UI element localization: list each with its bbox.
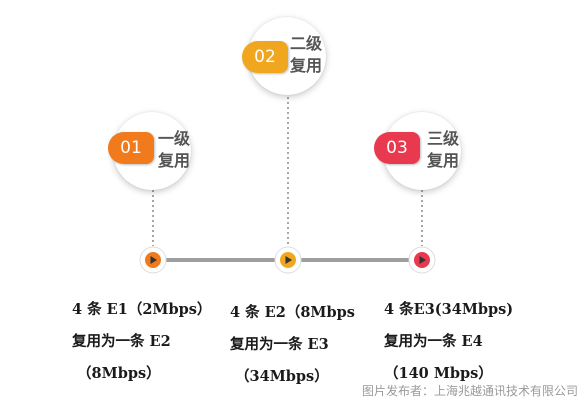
stage-1-number-badge: 01 [108, 132, 154, 164]
stage-3-play-marker [408, 246, 436, 274]
stage-3-title: 三级 复用 [421, 128, 465, 172]
stage-2-title-line-2: 复用 [289, 56, 322, 75]
stage-2-title-line-1: 二级 [289, 34, 322, 53]
play-icon [419, 256, 426, 264]
stage-3-number-badge: 03 [374, 132, 420, 164]
stage-1-title-line-1: 一级 [157, 129, 190, 148]
play-icon [150, 256, 157, 264]
stage-2-play-marker [274, 246, 302, 274]
play-icon [285, 256, 292, 264]
stage-1-title: 一级 复用 [152, 128, 196, 172]
stage-3-title-line-2: 复用 [426, 151, 459, 170]
stage-3-description: 4 条E3(34Mbps) 复用为一条 E4 （140 Mbps） [384, 301, 514, 382]
stage-1-play-marker [139, 246, 167, 274]
stage-3-title-line-1: 三级 [426, 129, 459, 148]
stage-2-number-badge: 02 [242, 41, 288, 73]
publisher-credit: 图片发布者：上海兆越通讯技术有限公司 [361, 384, 578, 398]
stage-2-description: 4 条 E2（8Mbps 复用为一条 E3 （34Mbps） [230, 304, 355, 385]
stage-1-description: 4 条 E1（2Mbps） 复用为一条 E2 （8Mbps） [72, 301, 212, 382]
stage-1-title-line-2: 复用 [157, 151, 190, 170]
stage-2-title: 二级 复用 [284, 33, 328, 77]
